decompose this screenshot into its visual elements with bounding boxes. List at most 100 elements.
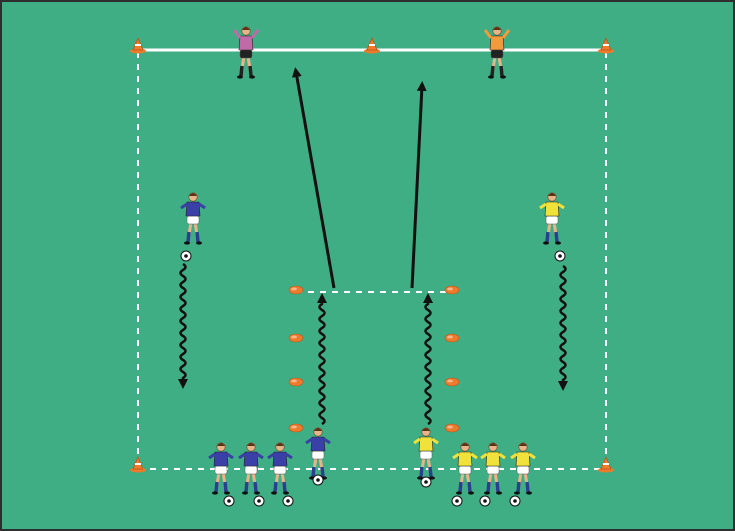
boot: [224, 491, 230, 494]
cone-stripe: [135, 44, 141, 46]
sock: [241, 66, 242, 76]
sock: [527, 482, 528, 492]
sock: [497, 482, 498, 492]
shorts: [420, 451, 432, 459]
cone-highlight: [447, 380, 453, 383]
shirt: [486, 452, 500, 466]
sock: [188, 232, 189, 242]
shorts: [491, 50, 503, 58]
sock: [518, 482, 519, 492]
boot: [283, 491, 289, 494]
dribble-arrow-left: [181, 264, 186, 384]
boot: [514, 491, 520, 494]
sock: [488, 482, 489, 492]
sock: [430, 467, 431, 477]
sock: [255, 482, 256, 492]
sock: [469, 482, 470, 492]
sock: [246, 482, 247, 492]
cone-highlight: [291, 336, 297, 339]
sock: [197, 232, 198, 242]
sock: [284, 482, 285, 492]
shorts: [517, 466, 529, 474]
soccer-ball-icon: [283, 496, 293, 506]
boot: [196, 241, 202, 244]
boot: [500, 75, 506, 78]
boot: [496, 491, 502, 494]
dribble-lane-cone: [445, 378, 459, 386]
shirt: [244, 452, 258, 466]
shirt: [419, 437, 433, 451]
cone-stripe: [603, 463, 609, 465]
sock: [250, 66, 251, 76]
ball-patch: [316, 478, 320, 482]
soccer-ball-icon: [510, 496, 520, 506]
dribble-lane-cone: [445, 334, 459, 342]
cone-stripe: [603, 44, 609, 46]
sock: [275, 482, 276, 492]
shorts: [245, 466, 257, 474]
shirt: [516, 452, 530, 466]
boot: [184, 241, 190, 244]
ball-patch: [455, 499, 459, 503]
ball-patch: [424, 480, 428, 484]
dribble-lane-cone: [445, 286, 459, 294]
sock: [556, 232, 557, 242]
boot: [543, 241, 549, 244]
dribble-lane-cone: [289, 424, 303, 432]
boot: [484, 491, 490, 494]
boot: [242, 491, 248, 494]
shorts: [546, 216, 558, 224]
ball-patch: [483, 499, 487, 503]
boot: [555, 241, 561, 244]
boot: [237, 75, 243, 78]
sock: [225, 482, 226, 492]
boot: [212, 491, 218, 494]
shirt: [186, 202, 200, 216]
cone-highlight: [447, 426, 453, 429]
sock: [501, 66, 502, 76]
shirt: [214, 452, 228, 466]
sock: [313, 467, 314, 477]
cone-stripe: [369, 44, 375, 46]
shirt: [545, 202, 559, 216]
cone-stripe: [135, 463, 141, 465]
boot: [254, 491, 260, 494]
shorts: [459, 466, 471, 474]
cone-highlight: [291, 380, 297, 383]
dribble-lane-cone: [445, 424, 459, 432]
soccer-ball-icon: [421, 477, 431, 487]
ball-patch: [257, 499, 261, 503]
shorts: [274, 466, 286, 474]
soccer-ball-icon: [480, 496, 490, 506]
boot: [488, 75, 494, 78]
shirt: [458, 452, 472, 466]
ball-patch: [513, 499, 517, 503]
soccer-ball-icon: [181, 251, 191, 261]
sock: [322, 467, 323, 477]
cone-highlight: [447, 336, 453, 339]
dribble-arrow-right: [561, 266, 566, 386]
sock: [460, 482, 461, 492]
boot: [456, 491, 462, 494]
sock: [547, 232, 548, 242]
shirt: [239, 36, 253, 50]
boot: [271, 491, 277, 494]
soccer-ball-icon: [452, 496, 462, 506]
ball-patch: [227, 499, 231, 503]
boot: [249, 75, 255, 78]
soccer-ball-icon: [254, 496, 264, 506]
soccer-ball-icon: [224, 496, 234, 506]
shorts: [312, 451, 324, 459]
shirt: [311, 437, 325, 451]
ball-patch: [558, 254, 562, 258]
sock: [216, 482, 217, 492]
dribble-lane-cone: [289, 286, 303, 294]
shorts: [187, 216, 199, 224]
shorts: [240, 50, 252, 58]
shorts: [215, 466, 227, 474]
dribble-lane-cone: [289, 378, 303, 386]
cone-highlight: [447, 288, 453, 291]
cone-highlight: [291, 426, 297, 429]
